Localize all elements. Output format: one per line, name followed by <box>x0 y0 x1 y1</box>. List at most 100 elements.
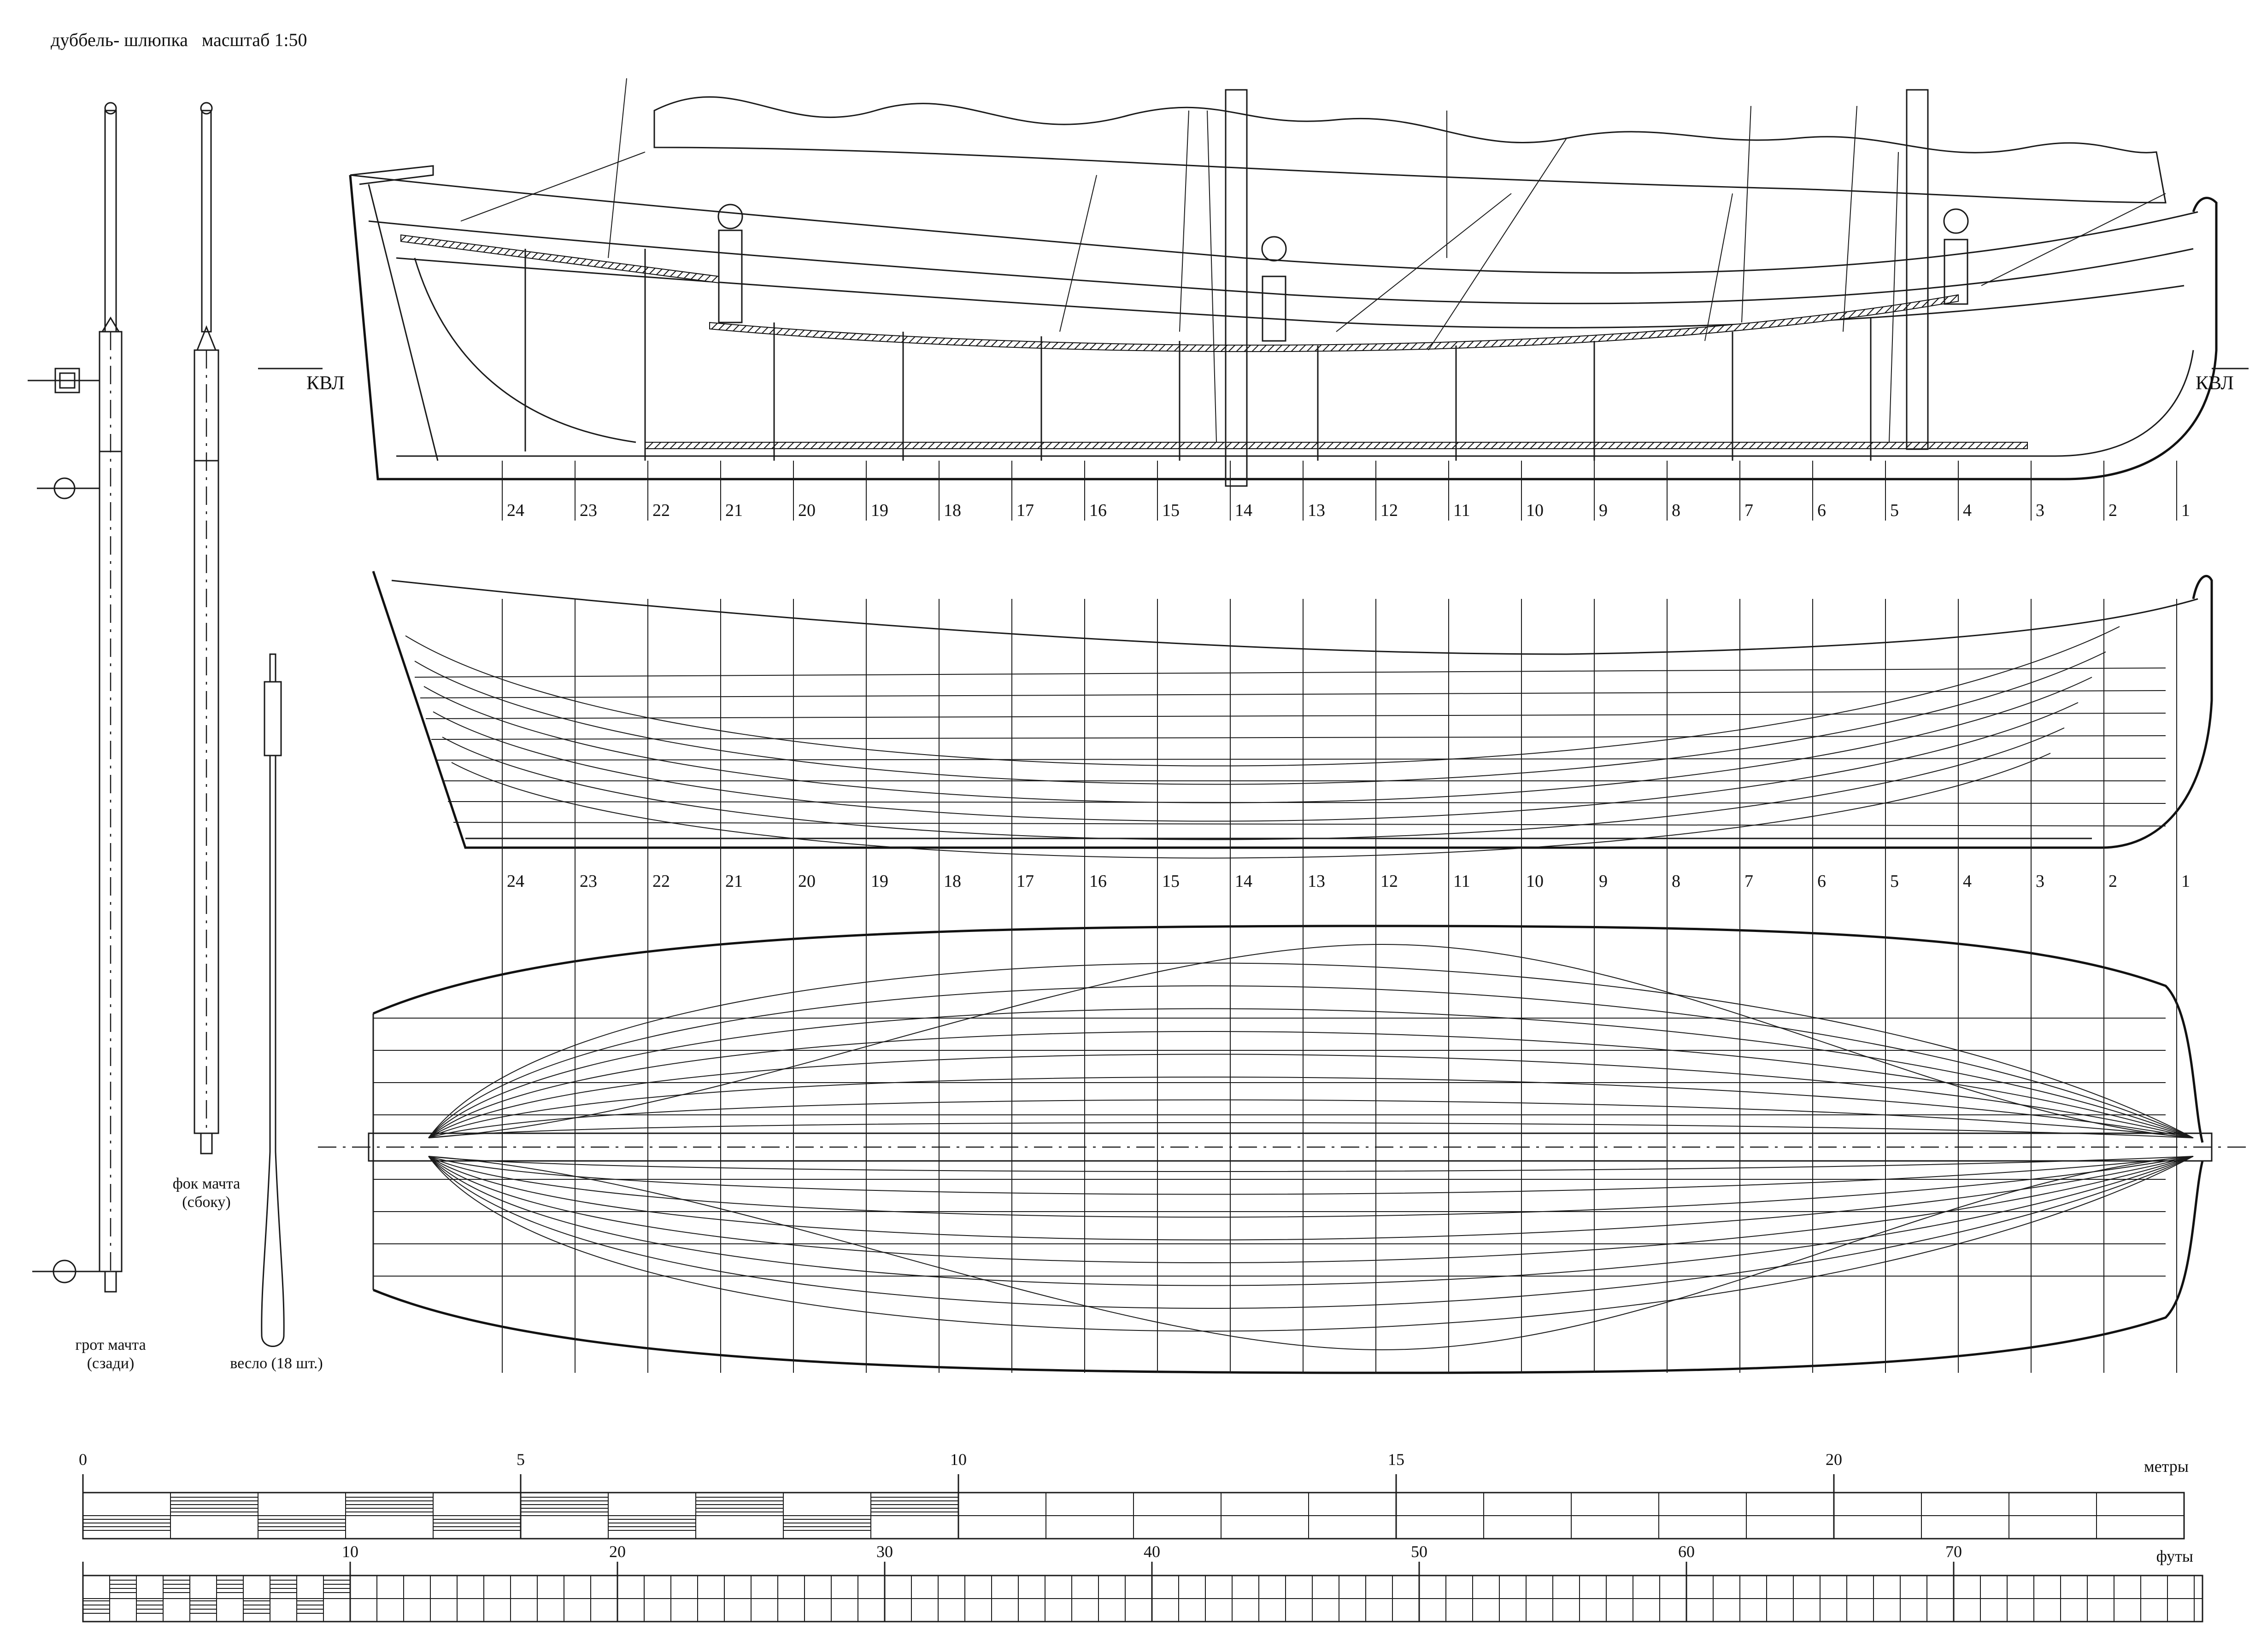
half-breadth-curve-bottom <box>428 1156 2194 1195</box>
elevation-station-label: 9 <box>1599 501 1608 520</box>
elevation-station-label: 20 <box>798 501 816 520</box>
half-breadth-curve-top <box>428 1008 2194 1138</box>
sheer-station-label: 21 <box>725 872 743 891</box>
feet-scale-cells <box>82 1576 2202 1622</box>
elevation-station-label: 13 <box>1308 501 1325 520</box>
rubbing-strake <box>396 257 2185 328</box>
main-mast-hounds <box>101 316 120 332</box>
half-breadth-curve-bottom <box>428 1156 2194 1218</box>
floorboards <box>645 442 2028 449</box>
stern-knee <box>414 258 636 443</box>
elevation-station-label: 3 <box>2036 501 2044 520</box>
feet-tick-label: 10 <box>342 1542 358 1561</box>
half-breadth-curves <box>428 943 2194 1351</box>
transom-top <box>350 165 434 185</box>
elevation-station-label: 12 <box>1380 501 1398 520</box>
main-mast-tenon <box>104 1271 117 1293</box>
elevation-station-label: 1 <box>2181 501 2190 520</box>
elevation-station-label: 10 <box>1526 501 1544 520</box>
sheer-station-label: 13 <box>1308 872 1325 891</box>
main-mast-drawing: грот мачта (сзади) <box>28 102 146 1372</box>
half-breadth-diagonal-top <box>428 943 2194 1138</box>
deck-outline-bottom <box>373 1160 2204 1374</box>
elevation-station-label: 11 <box>1453 501 1470 520</box>
rudder-post <box>368 184 439 461</box>
oar-loom-grip <box>264 681 282 756</box>
sheer-station-label: 1 <box>2181 872 2190 891</box>
side-elevation-view: КВЛ КВЛ <box>258 78 2249 521</box>
waterline-label-bow: КВЛ <box>2196 373 2234 394</box>
feet-tick-label: 70 <box>1945 1542 1962 1561</box>
elevation-station-label: 8 <box>1672 501 1680 520</box>
meter-scale-cells <box>82 1493 2184 1539</box>
half-breadth-curve-bottom <box>428 1156 2194 1286</box>
meter-tick-label: 0 <box>79 1450 87 1469</box>
elevation-station-label: 21 <box>725 501 743 520</box>
feet-tick-label: 50 <box>1411 1542 1427 1561</box>
sheer-buttock-line <box>405 626 2120 767</box>
sheer-buttock-line <box>433 702 2079 822</box>
half-breadth-waterlines <box>373 1018 2166 1277</box>
sheer-station-label: 8 <box>1672 872 1680 891</box>
oar-blade <box>261 1151 285 1347</box>
waterline-label-stern: КВЛ <box>306 373 345 394</box>
thwart-stringer <box>709 294 1959 352</box>
mid-lantern-icon <box>1261 236 1287 262</box>
keel-inner <box>396 350 2194 457</box>
sheer-buttock-line <box>414 651 2106 785</box>
elevation-station-label: 4 <box>1963 501 1972 520</box>
sheer-station-label: 16 <box>1089 872 1107 891</box>
elevation-station-label: 23 <box>580 501 597 520</box>
half-breadth-curve-bottom <box>428 1156 2194 1309</box>
sheer-waterline <box>447 801 2166 804</box>
half-breadth-curve-top <box>428 962 2194 1138</box>
sheer-waterline <box>425 713 2166 719</box>
fore-mast-caption-line2: (сбоку) <box>182 1194 231 1211</box>
sheer-station-label: 3 <box>2036 872 2044 891</box>
oar-caption: весло (18 шт.) <box>230 1355 323 1372</box>
elevation-station-label: 17 <box>1016 501 1034 520</box>
sheer-station-label: 20 <box>798 872 816 891</box>
sheer-station-label: 5 <box>1890 872 1899 891</box>
sheer-station-label: 9 <box>1599 872 1608 891</box>
gunwale-line <box>368 220 2194 305</box>
half-breadth-station-lines <box>502 898 2177 1373</box>
half-breadth-diagonal-bottom <box>428 1156 2194 1351</box>
sheer-buttock-line <box>442 727 2065 840</box>
awning <box>653 96 2167 204</box>
sheer-station-label: 7 <box>1744 872 1753 891</box>
half-breadth-curve-top <box>428 985 2194 1138</box>
elevation-station-label: 2 <box>2108 501 2117 520</box>
mid-post <box>1262 275 1286 342</box>
meter-tick-label: 5 <box>517 1450 525 1469</box>
thwart-stanchions <box>524 249 1872 461</box>
meter-unit-label: метры <box>2144 1457 2189 1476</box>
stern-lantern-icon <box>717 204 743 229</box>
elevation-station-label: 18 <box>944 501 961 520</box>
bow-post <box>1944 239 1968 305</box>
elevation-station-label: 22 <box>652 501 670 520</box>
sheer-station-label: 4 <box>1963 872 1972 891</box>
sheer-station-label: 6 <box>1817 872 1826 891</box>
stern-sheets <box>400 234 719 284</box>
half-breadth-curve-top <box>428 1031 2194 1138</box>
half-breadth-view <box>318 898 2249 1374</box>
stern-post-lantern <box>718 229 743 323</box>
half-breadth-curve-bottom <box>428 1156 2194 1332</box>
sheer-waterline <box>453 822 2166 826</box>
rigging <box>460 78 2166 443</box>
sheer-station-label: 11 <box>1453 872 1470 891</box>
main-mast-truck <box>104 102 117 115</box>
half-breadth-curve-bottom <box>428 1156 2194 1263</box>
bow-lantern-icon <box>1943 208 1969 234</box>
sheer-station-label: 14 <box>1235 872 1252 891</box>
sheer-station-label: 23 <box>580 872 597 891</box>
half-breadth-curve-top <box>428 1077 2194 1138</box>
main-mast-elevation <box>1225 89 1248 487</box>
sheer-station-label: 19 <box>871 872 888 891</box>
fore-mast-topmast <box>201 110 212 333</box>
elevation-station-label: 7 <box>1744 501 1753 520</box>
half-breadth-curve-bottom <box>428 1156 2194 1241</box>
